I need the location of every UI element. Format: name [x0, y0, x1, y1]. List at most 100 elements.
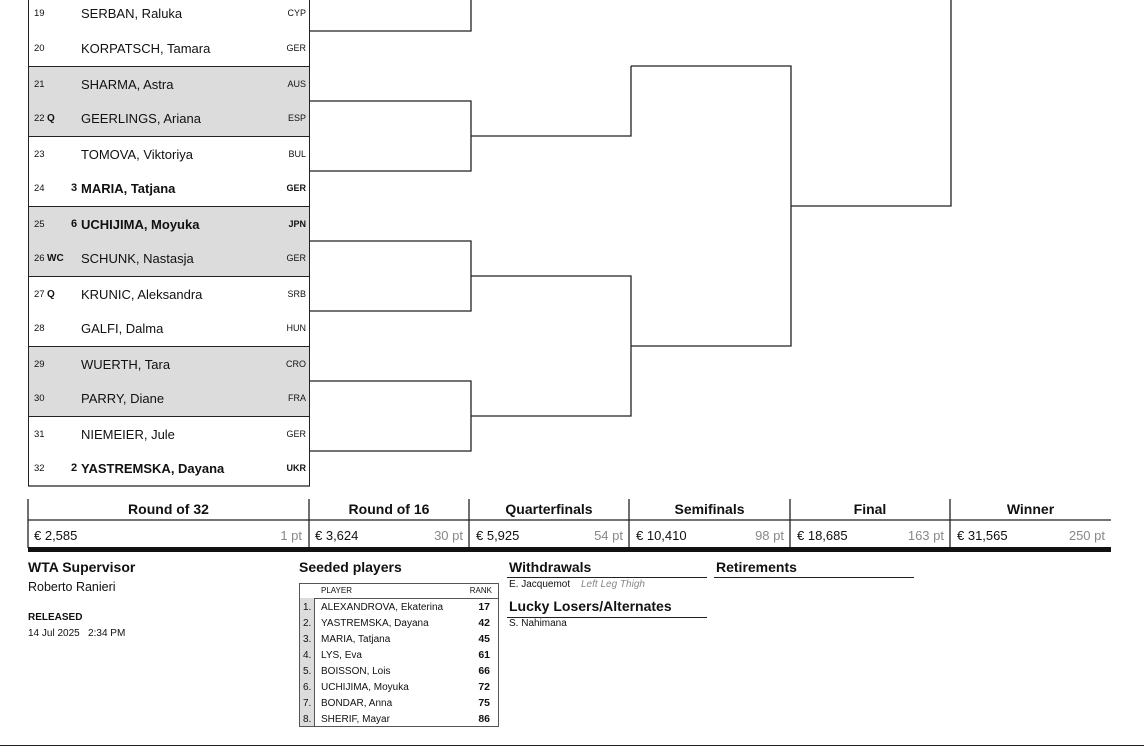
lucky-loser-player: S. Nahimana: [509, 618, 567, 629]
round-name: Round of 16: [348, 501, 430, 517]
seeded-player-name: BONDAR, Anna: [321, 698, 393, 709]
supervisor-title: WTA Supervisor: [28, 559, 136, 575]
seeded-row: 7. BONDAR, Anna 75: [300, 695, 498, 711]
seeded-col-rank: RANK: [469, 586, 492, 595]
seeded-player-name: LYS, Eva: [321, 650, 362, 661]
seeded-player-rank: 75: [478, 697, 490, 709]
prize-money: € 3,624: [315, 528, 359, 543]
seed-number: 6: [71, 218, 78, 230]
released-datetime: 14 Jul 2025 2:34 PM: [28, 628, 126, 639]
draw-number: 19: [34, 8, 45, 19]
draw-number: 31: [34, 429, 45, 440]
seeded-player-rank: 61: [478, 649, 490, 661]
ranking-points: 30 pt: [434, 528, 463, 543]
draw-row: 20 KORPATSCH, Tamara GER: [28, 31, 310, 66]
seed-number: 3: [71, 182, 78, 194]
seeded-player-name: BOISSON, Lois: [321, 666, 391, 677]
seed-index: 3.: [303, 634, 312, 645]
player-name: MARIA, Tatjana: [81, 181, 176, 196]
retirements-rule: [714, 577, 914, 592]
seeded-player-rank: 66: [478, 665, 490, 677]
draw-number: 26: [34, 253, 45, 264]
seeded-row: 4. LYS, Eva 61: [300, 647, 498, 663]
seeded-player-name: YASTREMSKA, Dayana: [321, 618, 429, 629]
prize-money: € 2,585: [34, 528, 78, 543]
seed-number: 2: [71, 462, 78, 474]
player-country: HUN: [286, 323, 307, 333]
round-name: Semifinals: [674, 501, 745, 517]
prize-table-lines: [27, 499, 1111, 552]
draw-number: 32: [34, 463, 45, 474]
player-country: GER: [286, 429, 306, 439]
draw-number: 24: [34, 183, 45, 194]
seed-index: 1.: [303, 602, 312, 613]
supervisor-name: Roberto Ranieri: [28, 580, 116, 594]
player-name: KORPATSCH, Tamara: [81, 41, 211, 56]
player-name: PARRY, Diane: [81, 391, 165, 406]
seed-index: 4.: [303, 650, 312, 661]
player-name: SCHUNK, Nastasja: [81, 251, 194, 266]
player-country: GER: [286, 253, 306, 263]
player-name: NIEMEIER, Jule: [81, 427, 175, 442]
draw-number: 29: [34, 359, 45, 370]
ranking-points: 163 pt: [907, 528, 944, 543]
retirements-title: Retirements: [716, 559, 797, 575]
round-name: Round of 32: [128, 501, 209, 517]
ranking-points: 1 pt: [280, 528, 302, 543]
seed-index: 7.: [303, 698, 312, 709]
seed-index: 5.: [303, 666, 312, 677]
seed-index: 6.: [303, 682, 312, 693]
prize-money: € 31,565: [957, 528, 1008, 543]
player-country: GER: [286, 43, 306, 53]
player-country: AUS: [287, 79, 306, 89]
seeded-player-rank: 42: [478, 617, 490, 629]
draw-row: 21 SHARMA, Astra AUS: [28, 66, 310, 101]
player-name: SERBAN, Raluka: [81, 6, 183, 21]
prize-money: € 18,685: [797, 528, 848, 543]
player-name: GALFI, Dalma: [81, 321, 164, 336]
player-name: GEERLINGS, Ariana: [81, 111, 201, 126]
entry-tag: Q: [47, 289, 55, 300]
player-name: TOMOVA, Viktoriya: [81, 147, 193, 162]
seeded-player-rank: 86: [478, 713, 490, 725]
player-name: SHARMA, Astra: [81, 77, 174, 92]
withdrawal-reason: Left Leg Thigh: [581, 579, 645, 590]
ranking-points: 54 pt: [594, 528, 623, 543]
player-country: UKR: [286, 463, 307, 473]
seeded-title: Seeded players: [299, 559, 402, 575]
withdrawal-player: E. Jacquemot: [509, 579, 571, 590]
draw-number: 21: [34, 79, 45, 90]
ranking-points: 250 pt: [1068, 528, 1105, 543]
player-country: CYP: [287, 8, 306, 18]
seeded-row: 3. MARIA, Tatjana 45: [300, 631, 498, 647]
draw-number: 25: [34, 219, 45, 230]
seeded-player-rank: 72: [478, 681, 490, 693]
draw-number: 22: [34, 113, 45, 124]
seeded-row: 5. BOISSON, Lois 66: [300, 663, 498, 679]
prize-money: € 5,925: [476, 528, 520, 543]
seeded-player-name: MARIA, Tatjana: [321, 634, 391, 645]
seeded-player-rank: 45: [478, 633, 490, 645]
seeded-header: PLAYER RANK: [300, 584, 498, 599]
seeded-player-name: UCHIJIMA, Moyuka: [321, 682, 409, 693]
lucky-losers-rule: [507, 617, 707, 632]
draw-row: 19 SERBAN, Raluka CYP: [28, 0, 310, 31]
round-name: Winner: [1006, 501, 1055, 517]
seeded-player-name: SHERIF, Mayar: [321, 714, 390, 725]
seeded-player-rank: 17: [478, 601, 490, 613]
withdrawals-title: Withdrawals: [509, 559, 592, 575]
draw-number: 20: [34, 43, 45, 54]
player-name: YASTREMSKA, Dayana: [81, 461, 225, 476]
withdrawals-rule: [507, 577, 707, 592]
